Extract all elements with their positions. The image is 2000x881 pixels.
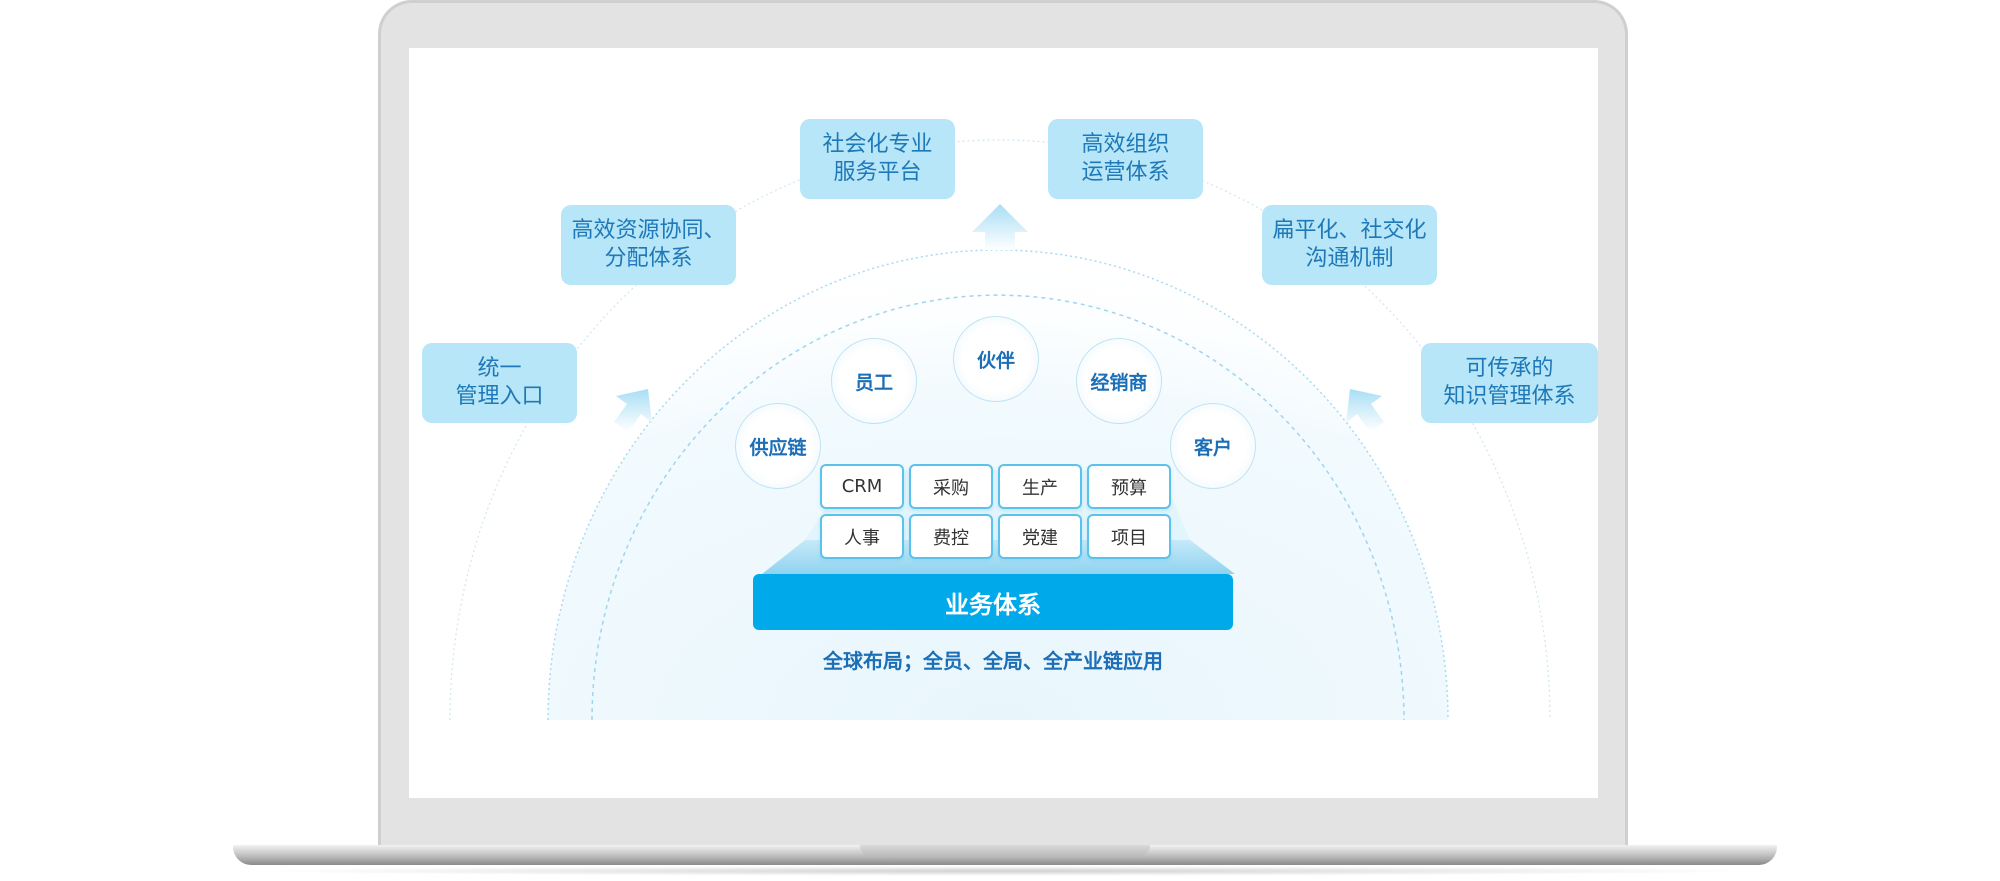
- module-expense-control: 费控: [909, 514, 993, 559]
- core-business-bar: 业务体系: [753, 574, 1233, 630]
- stakeholder-partners: 伙伴: [953, 316, 1039, 402]
- goal-flat-communication: 扁平化、社交化 沟通机制: [1262, 205, 1437, 285]
- goal-resource-collaboration: 高效资源协同、 分配体系: [561, 205, 736, 285]
- stakeholder-customers-label: 客户: [1193, 436, 1232, 459]
- right-arrow-icon: [1346, 389, 1384, 432]
- stakeholder-supply-chain: 供应链: [735, 403, 821, 489]
- dome-inner-arc: [591, 294, 1405, 721]
- goal-resource-line2: 分配体系: [604, 246, 693, 271]
- goal-unified-entry-line1: 统一: [477, 356, 522, 381]
- tagline: 全球布局；全员、全局、全产业链应用: [823, 649, 1163, 673]
- goal-social-platform-line2: 服务平台: [833, 160, 922, 185]
- goal-social-platform: 社会化专业 服务平台: [800, 119, 955, 199]
- goal-knowledge-line2: 知识管理体系: [1443, 384, 1576, 409]
- goal-org-line1: 高效组织: [1081, 132, 1170, 157]
- stakeholder-employees-label: 员工: [854, 371, 893, 394]
- laptop-notch: [860, 845, 1150, 857]
- stakeholder-employees: 员工: [831, 338, 917, 424]
- goal-flat-line2: 沟通机制: [1305, 246, 1394, 271]
- stakeholder-dealers-label: 经销商: [1090, 371, 1148, 394]
- goal-knowledge-management: 可传承的 知识管理体系: [1421, 343, 1598, 423]
- goal-org-line2: 运营体系: [1081, 160, 1170, 185]
- stakeholder-partners-label: 伙伴: [976, 349, 1015, 372]
- laptop-shadow: [240, 866, 1770, 876]
- stakeholder-supply-chain-label: 供应链: [749, 436, 807, 459]
- goal-resource-line1: 高效资源协同、: [571, 218, 726, 243]
- goal-unified-entry-line2: 管理入口: [455, 384, 544, 409]
- dome-outer-arc: [547, 249, 1449, 721]
- module-production: 生产: [998, 464, 1082, 509]
- stakeholder-customers: 客户: [1170, 403, 1256, 489]
- goal-social-platform-line1: 社会化专业: [822, 132, 933, 157]
- module-crm: CRM: [820, 464, 904, 509]
- module-procurement: 采购: [909, 464, 993, 509]
- goal-unified-entry: 统一 管理入口: [422, 343, 577, 423]
- left-arrow-icon: [614, 389, 652, 432]
- goal-flat-line1: 扁平化、社交化: [1272, 218, 1427, 243]
- module-party-building: 党建: [998, 514, 1082, 559]
- stakeholder-dealers: 经销商: [1076, 338, 1162, 424]
- module-hr: 人事: [820, 514, 904, 559]
- core-business-label: 业务体系: [945, 590, 1041, 619]
- goal-knowledge-line1: 可传承的: [1465, 356, 1554, 381]
- goal-org-operation: 高效组织 运营体系: [1048, 119, 1203, 199]
- module-project: 项目: [1087, 514, 1171, 559]
- up-arrow-icon: [972, 204, 1028, 250]
- outer-dotted-arc: [449, 139, 1551, 721]
- module-budget: 预算: [1087, 464, 1171, 509]
